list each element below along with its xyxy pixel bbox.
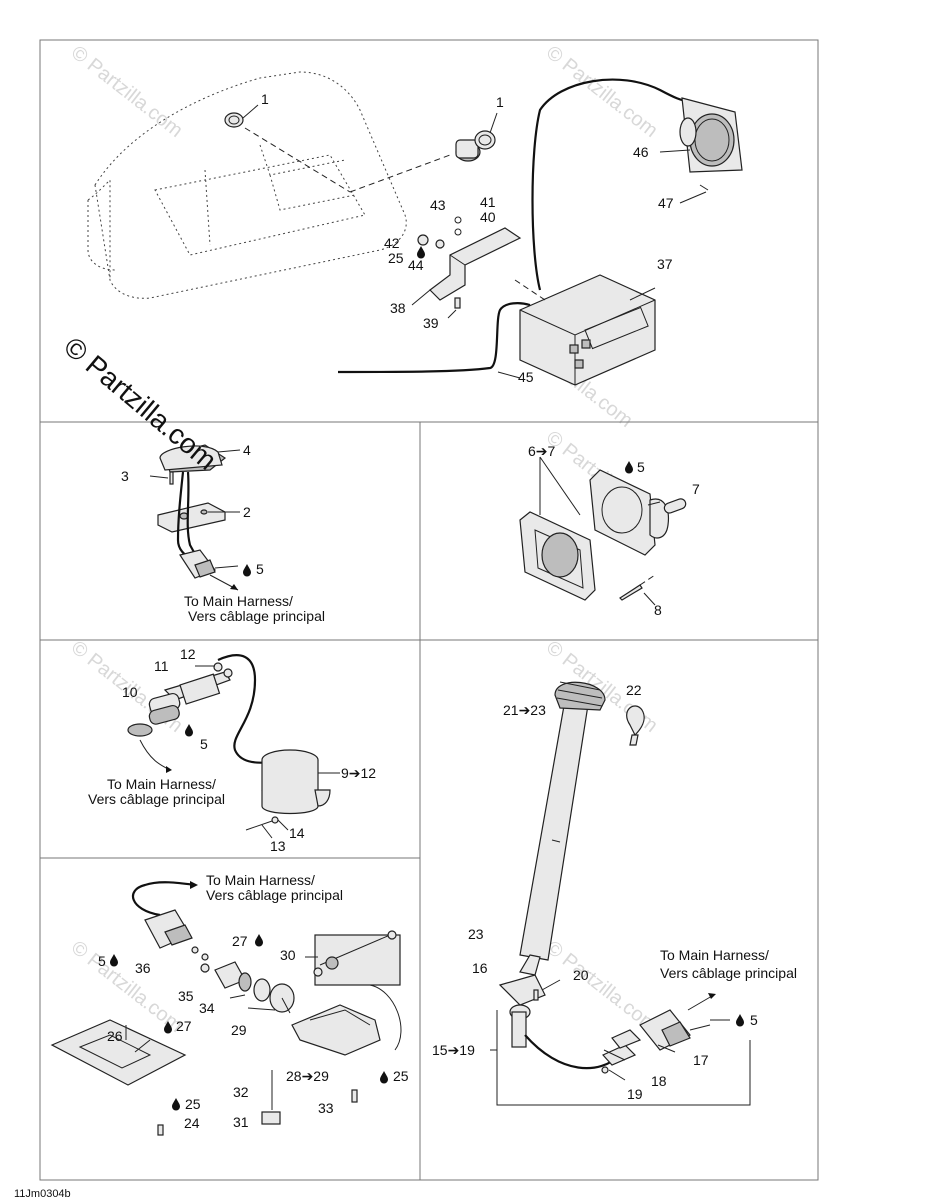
part-label: 44 bbox=[408, 257, 424, 273]
watermark-faint: © Partzilla.com bbox=[542, 937, 662, 1037]
part-label: 1 bbox=[261, 91, 269, 107]
part-label: 16 bbox=[472, 960, 488, 976]
part-label: 47 bbox=[658, 195, 674, 211]
part-label: 27 bbox=[176, 1018, 192, 1034]
drop-icon bbox=[110, 954, 118, 967]
part-label: 14 bbox=[289, 825, 305, 841]
panel-courtesy-light bbox=[149, 444, 241, 591]
panel-frames bbox=[39, 39, 819, 1181]
part-label: 9➔12 bbox=[341, 765, 376, 781]
speaker-46 bbox=[679, 97, 743, 173]
panel-vent bbox=[519, 456, 687, 606]
part-label: 25 bbox=[393, 1068, 409, 1084]
part-label: 11 bbox=[154, 658, 169, 674]
part-label: 8 bbox=[654, 602, 662, 618]
part-label: 23 bbox=[468, 926, 484, 942]
harness-caption-line1: To Main Harness/ bbox=[184, 593, 293, 609]
part-label: 4 bbox=[243, 442, 251, 458]
part-label: 27 bbox=[232, 933, 248, 949]
part-label: 7 bbox=[692, 481, 700, 497]
part-label: 12 bbox=[180, 646, 196, 662]
part-label: 29 bbox=[231, 1022, 247, 1038]
part-label: 39 bbox=[423, 315, 439, 331]
harness-caption-line1: To Main Harness/ bbox=[107, 776, 216, 792]
part-label: 20 bbox=[573, 967, 589, 983]
part-label: 46 bbox=[633, 144, 649, 160]
part-label: 1 bbox=[496, 94, 504, 110]
part-label: 2 bbox=[243, 504, 251, 520]
harness-caption-line1: To Main Harness/ bbox=[206, 872, 315, 888]
part-label: 31 bbox=[233, 1114, 249, 1130]
panel-bilge bbox=[127, 654, 340, 839]
part-label: 38 bbox=[390, 300, 406, 316]
drop-icon bbox=[255, 934, 263, 947]
drop-icon bbox=[736, 1014, 744, 1027]
watermark-faint: © Partzilla.com bbox=[67, 42, 187, 142]
part-label: 26 bbox=[107, 1028, 123, 1044]
part-label: 5 bbox=[637, 459, 645, 475]
radio-37 bbox=[519, 274, 656, 386]
part-label: 35 bbox=[178, 988, 194, 1004]
part-label: 10 bbox=[122, 684, 138, 700]
drop-icon bbox=[243, 564, 251, 577]
part-label: 5 bbox=[750, 1012, 758, 1028]
harness-caption-line2: Vers câblage principal bbox=[660, 965, 797, 981]
drop-icon bbox=[185, 724, 193, 737]
harness-caption-line1: To Main Harness/ bbox=[660, 947, 769, 963]
part-label: 30 bbox=[280, 947, 296, 963]
part-label: 17 bbox=[693, 1052, 709, 1068]
watermark-faint: © Partzilla.com bbox=[67, 937, 187, 1037]
part-label: 42 bbox=[384, 235, 400, 251]
harness-caption-line2: Vers câblage principal bbox=[188, 608, 325, 624]
part-label: 25 bbox=[388, 250, 404, 266]
part-label: 19 bbox=[627, 1086, 643, 1102]
panel-mount bbox=[50, 881, 402, 1136]
part-label: 45 bbox=[518, 369, 534, 385]
diagram-code: 11Jm0304b bbox=[14, 1188, 71, 1200]
part-label: 43 bbox=[430, 197, 446, 213]
part-label: 5 bbox=[200, 736, 208, 752]
part-label: 5 bbox=[256, 561, 264, 577]
part-label: 33 bbox=[318, 1100, 334, 1116]
socket-part-1 bbox=[455, 130, 496, 162]
part-label: 40 bbox=[480, 209, 496, 225]
part-label: 5 bbox=[98, 953, 106, 969]
harness-caption-line2: Vers câblage principal bbox=[206, 887, 343, 903]
part-label: 13 bbox=[270, 838, 286, 854]
part-label: 37 bbox=[657, 256, 673, 272]
watermark-main: © Partzilla.com bbox=[58, 331, 222, 476]
part-label: 21➔23 bbox=[503, 702, 546, 718]
part-label: 34 bbox=[199, 1000, 215, 1016]
top-panel bbox=[87, 71, 743, 386]
part-label: 25 bbox=[185, 1096, 201, 1112]
part-label: 15➔19 bbox=[432, 1042, 475, 1058]
drop-icon bbox=[380, 1071, 388, 1084]
part-label: 22 bbox=[626, 682, 642, 698]
panel-light-pole bbox=[490, 681, 751, 1106]
part-label: 41 bbox=[480, 194, 496, 210]
harness-captions: To Main Harness/ Vers câblage principal … bbox=[88, 593, 797, 981]
part-label: 6➔7 bbox=[528, 443, 556, 459]
part-label: 3 bbox=[121, 468, 129, 484]
part-label: 24 bbox=[184, 1115, 200, 1131]
drop-icon bbox=[172, 1098, 180, 1111]
bilge-pump bbox=[261, 749, 331, 815]
part-label: 18 bbox=[651, 1073, 667, 1089]
drop-icon bbox=[625, 461, 633, 474]
part-label: 36 bbox=[135, 960, 151, 976]
part-label: 28➔29 bbox=[286, 1068, 329, 1084]
harness-caption-line2: Vers câblage principal bbox=[88, 791, 225, 807]
part-label: 32 bbox=[233, 1084, 249, 1100]
part-labels: 1 1 46 47 43 41 40 42 25 44 37 38 39 45 … bbox=[98, 91, 758, 1131]
